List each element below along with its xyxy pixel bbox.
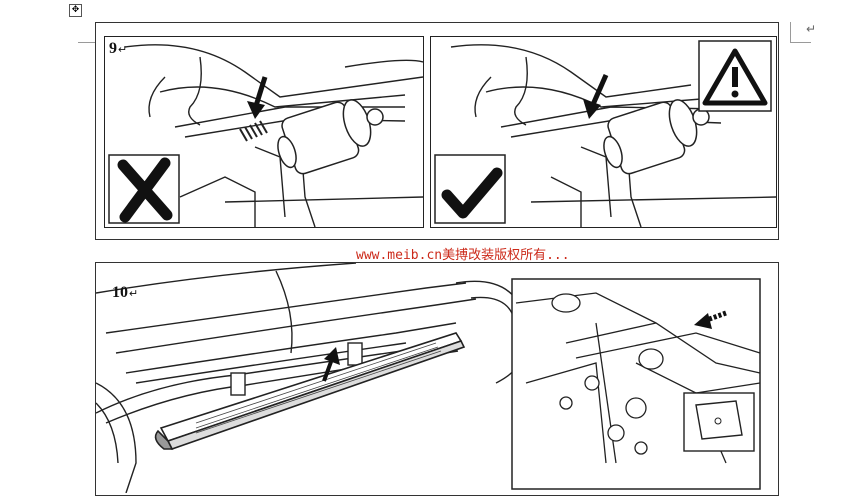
step-10-panel [96, 263, 776, 493]
page-margin-corner-right [790, 22, 811, 43]
warning-triangle-icon [698, 40, 772, 112]
insert-arrow-icon [694, 310, 727, 329]
step-9-panel-wrong [104, 36, 424, 228]
undercarriage-illustration-correct [434, 44, 776, 227]
paragraph-mark: ↵ [806, 22, 817, 36]
step-number-9: 9↵ [109, 40, 128, 57]
toolbar-strip [0, 0, 850, 8]
watermark-text: www.meib.cn美搏改装版权所有... [356, 248, 570, 263]
running-board-illustration [96, 263, 761, 493]
step-9-panel-correct [430, 36, 777, 228]
up-arrow-icon [322, 347, 340, 382]
x-mark-icon [117, 157, 173, 223]
pointer-arrow-icon [583, 73, 609, 119]
step-number-10: 10↵ [112, 284, 139, 301]
check-mark-icon [441, 167, 503, 219]
pointer-arrow-icon [247, 76, 268, 119]
table-move-handle-icon[interactable]: ✥ [69, 4, 82, 17]
